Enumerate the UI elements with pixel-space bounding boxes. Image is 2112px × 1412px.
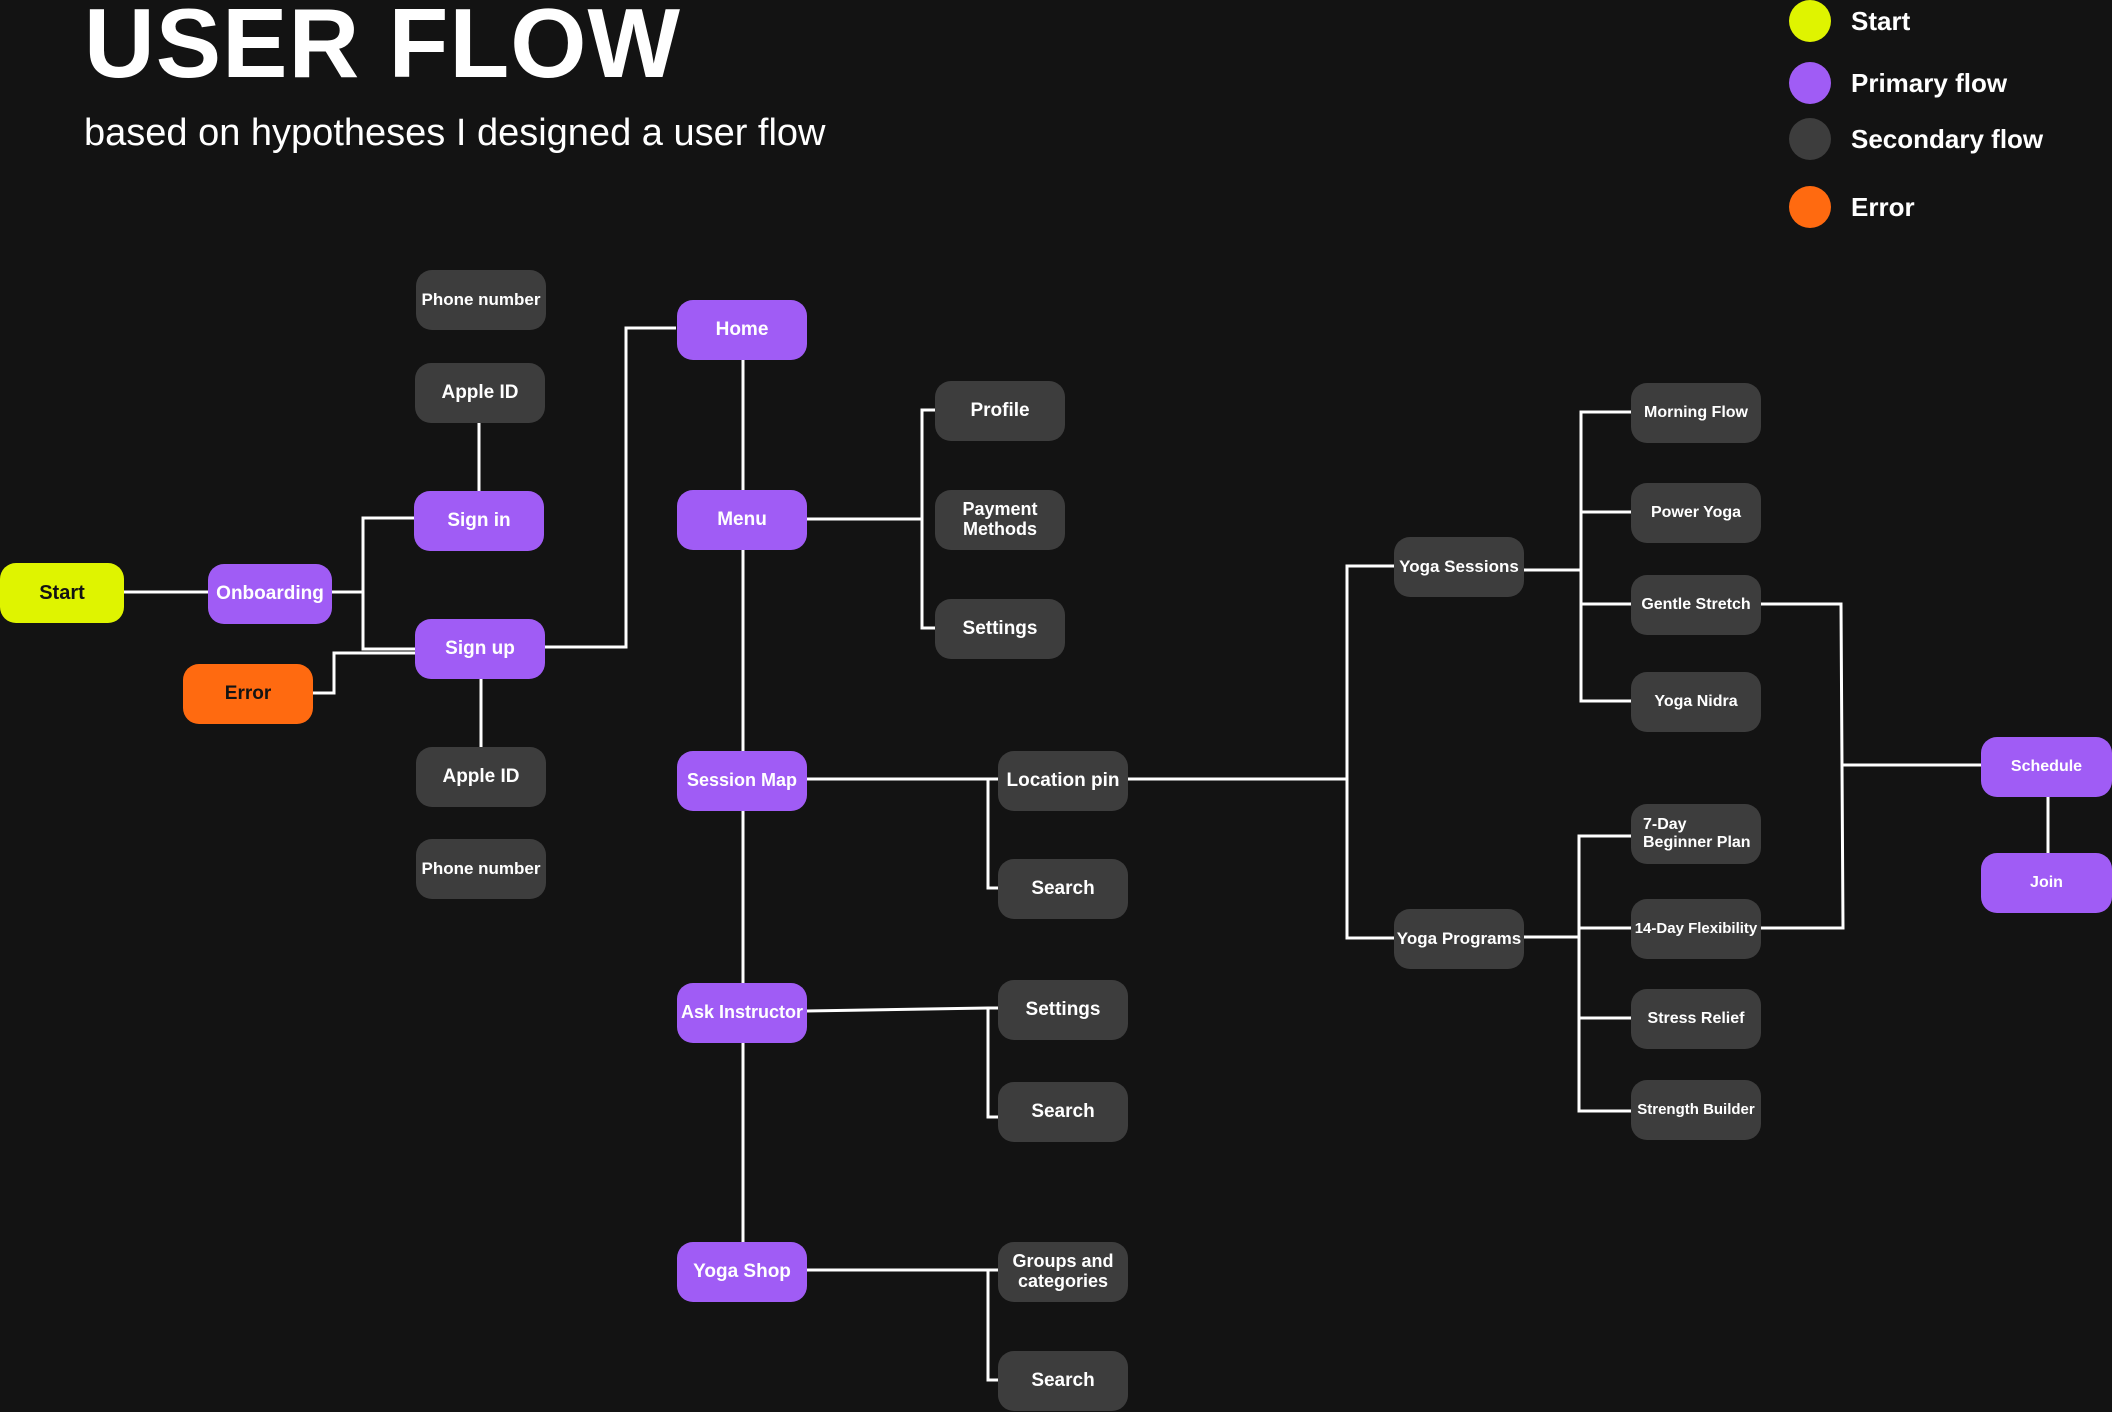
node-profile[interactable]: Profile (935, 381, 1065, 441)
connector-instructor-search (986, 1008, 999, 1119)
connector-programs-list (1577, 834, 1632, 1113)
legend-item-primary: Primary flow (1789, 62, 2007, 104)
connector-map-search (986, 779, 999, 890)
legend-item-error: Error (1789, 186, 1915, 228)
connector-shop-search (986, 1270, 999, 1382)
legend-item-start: Start (1789, 0, 1910, 42)
node-session-map[interactable]: Session Map (677, 751, 807, 811)
node-schedule[interactable]: Schedule (1981, 737, 2112, 797)
connector-sign-up-home (544, 326, 676, 649)
node-yoga-programs[interactable]: Yoga Programs (1394, 909, 1524, 969)
node-ask-instructor[interactable]: Ask Instructor (677, 983, 807, 1043)
legend-dot-secondary (1789, 118, 1831, 160)
legend-label-secondary: Secondary flow (1851, 123, 2044, 154)
connector-yoga-branches (1345, 564, 1395, 940)
legend-dot-start (1789, 0, 1831, 42)
node-apple-id-bottom[interactable]: Apple ID (416, 747, 546, 807)
node-join[interactable]: Join (1981, 853, 2112, 913)
connector-instructor-items (805, 1006, 999, 1013)
legend-label-start: Start (1851, 5, 1911, 36)
node-yoga-shop[interactable]: Yoga Shop (677, 1242, 807, 1302)
node-phone-number-bottom[interactable]: Phone number (416, 839, 546, 899)
node-menu[interactable]: Menu (677, 490, 807, 550)
node-power-yoga[interactable]: Power Yoga (1631, 483, 1761, 543)
node-strength-builder[interactable]: Strength Builder (1631, 1080, 1761, 1140)
page-title: USER FLOW (84, 0, 681, 98)
legend-item-secondary: Secondary flow (1789, 118, 2043, 160)
node-instructor-search[interactable]: Search (998, 1082, 1128, 1142)
legend-label-primary: Primary flow (1851, 67, 2008, 98)
node-home[interactable]: Home (677, 300, 807, 360)
node-payment-methods[interactable]: Payment Methods (935, 490, 1065, 550)
connector-gentle-stretch-schedule (1760, 602, 1845, 930)
node-map-search[interactable]: Search (998, 859, 1128, 919)
node-instructor-settings[interactable]: Settings (998, 980, 1128, 1040)
node-shop-search[interactable]: Search (998, 1351, 1128, 1411)
node-yoga-nidra[interactable]: Yoga Nidra (1631, 672, 1761, 732)
node-onboarding[interactable]: Onboarding (208, 564, 332, 624)
legend-label-error: Error (1851, 191, 1915, 222)
legend-dot-primary (1789, 62, 1831, 104)
connector-sessions-list (1579, 410, 1632, 703)
node-menu-settings[interactable]: Settings (935, 599, 1065, 659)
node-phone-number-top[interactable]: Phone number (416, 270, 546, 330)
node-groups-categories[interactable]: Groups and categories (998, 1242, 1128, 1302)
node-start[interactable]: Start (0, 563, 124, 623)
node-gentle-stretch[interactable]: Gentle Stretch (1631, 575, 1761, 635)
node-beginner-plan[interactable]: 7-Day Beginner Plan (1631, 804, 1761, 864)
connector-auth-sign-in (361, 516, 415, 651)
legend-dot-error (1789, 186, 1831, 228)
connector-sign-up-error (312, 651, 415, 695)
node-flexibility[interactable]: 14-Day Flexibility (1631, 899, 1761, 959)
node-morning-flow[interactable]: Morning Flow (1631, 383, 1761, 443)
node-sign-in[interactable]: Sign in (414, 491, 544, 551)
page-subtitle: based on hypotheses I designed a user fl… (84, 112, 826, 154)
node-apple-id-top[interactable]: Apple ID (415, 363, 545, 423)
node-yoga-sessions[interactable]: Yoga Sessions (1394, 537, 1524, 597)
connector-menu-subitems (920, 408, 936, 630)
node-location-pin[interactable]: Location pin (998, 751, 1128, 811)
node-stress-relief[interactable]: Stress Relief (1631, 989, 1761, 1049)
node-error[interactable]: Error (183, 664, 313, 724)
node-sign-up[interactable]: Sign up (415, 619, 545, 679)
